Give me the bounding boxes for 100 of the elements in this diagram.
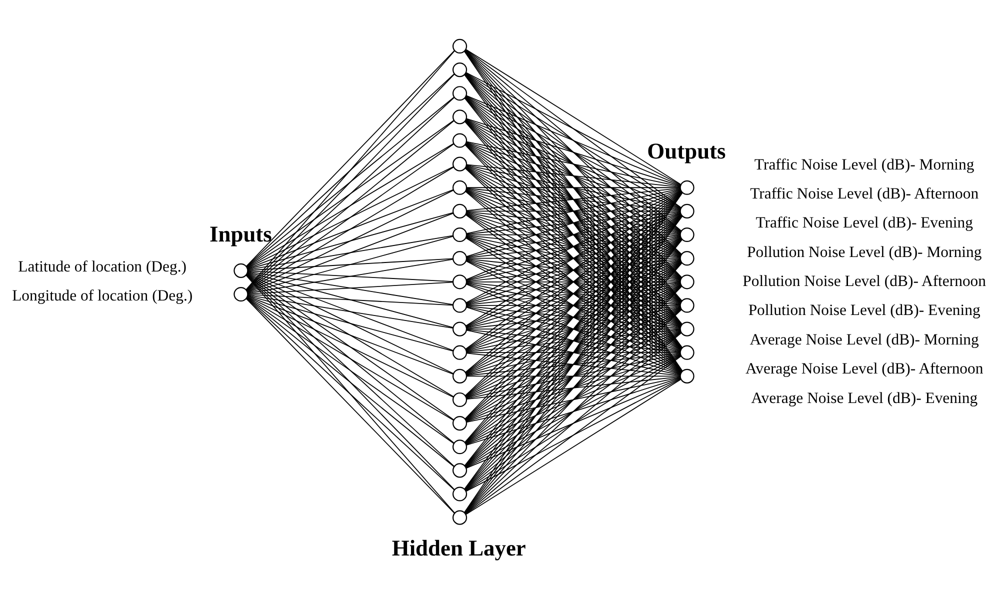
connector	[246, 166, 454, 292]
connector	[466, 260, 681, 374]
connector	[246, 296, 454, 398]
connector	[466, 72, 681, 186]
node-circle	[452, 274, 468, 290]
connector	[247, 236, 454, 294]
node-circle	[680, 204, 694, 218]
connector	[247, 271, 454, 305]
connector	[466, 282, 681, 306]
connector	[247, 294, 454, 306]
node-label: Average Noise Level (dB)- Morning	[750, 331, 979, 348]
connector	[466, 211, 681, 235]
node-label: Traffic Noise Level (dB)- Morning	[754, 156, 974, 174]
connector	[466, 281, 681, 282]
connector	[466, 166, 681, 280]
connector	[246, 143, 454, 268]
connector	[246, 296, 454, 375]
node-circle	[234, 263, 248, 278]
connector	[466, 329, 681, 352]
connector	[466, 306, 681, 352]
connector	[466, 187, 681, 188]
node-circle	[452, 510, 468, 525]
node-circle	[452, 180, 468, 195]
connector	[246, 296, 454, 421]
connector	[466, 353, 681, 400]
connector	[466, 258, 681, 259]
node-circle	[452, 62, 468, 78]
connector	[466, 330, 681, 398]
connector	[466, 328, 681, 330]
connector	[466, 306, 681, 329]
node-label: Traffic Noise Level (dB)- Afternoon	[750, 186, 979, 203]
node-label: Pollution Noise Level (dB)- Evening	[748, 302, 980, 320]
node-circle	[452, 298, 468, 313]
node-circle	[680, 345, 694, 360]
node-circle	[680, 322, 694, 336]
node-circle	[452, 463, 468, 478]
connector	[466, 260, 681, 328]
connector	[466, 213, 681, 304]
connector	[466, 236, 681, 328]
connector	[466, 119, 681, 232]
node-circle	[452, 133, 468, 148]
node-circle	[452, 345, 468, 360]
connector	[466, 376, 681, 423]
connector	[466, 212, 681, 281]
connector	[247, 258, 454, 294]
node-circle	[452, 86, 468, 101]
connector	[246, 190, 454, 292]
connector	[466, 210, 681, 212]
connector	[247, 272, 454, 328]
connector	[466, 282, 681, 328]
connector	[247, 235, 454, 270]
connector	[466, 306, 681, 375]
node-circle	[452, 392, 468, 408]
connector	[466, 118, 681, 210]
connector	[466, 376, 681, 377]
connector	[247, 258, 454, 271]
node-circle	[680, 227, 694, 242]
node-circle	[234, 286, 248, 302]
node-circle	[452, 227, 468, 242]
node-circle	[680, 274, 694, 290]
connector	[466, 378, 681, 469]
label: Inputs	[210, 221, 272, 246]
connector	[466, 355, 681, 468]
connector	[466, 378, 681, 446]
node-circle	[452, 440, 468, 454]
connector	[466, 237, 681, 350]
connector	[246, 273, 454, 398]
connector	[466, 164, 681, 188]
node-label: Pollution Noise Level (dB)- Morning	[747, 244, 982, 261]
node-circle	[452, 156, 468, 172]
connector	[466, 284, 681, 374]
node-circle	[680, 298, 694, 313]
node-circle	[452, 486, 468, 502]
connector	[466, 212, 681, 258]
connector	[466, 164, 681, 210]
node-label: Pollution Noise Level (dB)- Afternoon	[742, 273, 986, 290]
node-label: Average Noise Level (dB)- Evening	[751, 390, 978, 407]
connector	[466, 354, 681, 445]
connector	[466, 142, 681, 256]
node-circle	[452, 110, 468, 124]
node-circle	[452, 368, 468, 384]
node-circle	[452, 251, 468, 266]
connector	[247, 270, 454, 282]
node-circle	[680, 368, 694, 384]
connector	[466, 331, 681, 445]
connector	[247, 294, 454, 329]
connector	[466, 142, 681, 233]
connector	[466, 307, 681, 398]
connector	[466, 165, 681, 234]
node-label: Traffic Noise Level (dB)- Evening	[756, 214, 973, 232]
connector	[466, 376, 681, 400]
node-circle	[452, 416, 468, 431]
connector	[246, 166, 454, 268]
connector	[246, 212, 454, 293]
connector	[466, 234, 681, 258]
connector	[466, 234, 681, 236]
connector	[247, 295, 454, 352]
connector	[466, 354, 681, 422]
connector	[466, 141, 681, 187]
connector	[246, 272, 454, 351]
